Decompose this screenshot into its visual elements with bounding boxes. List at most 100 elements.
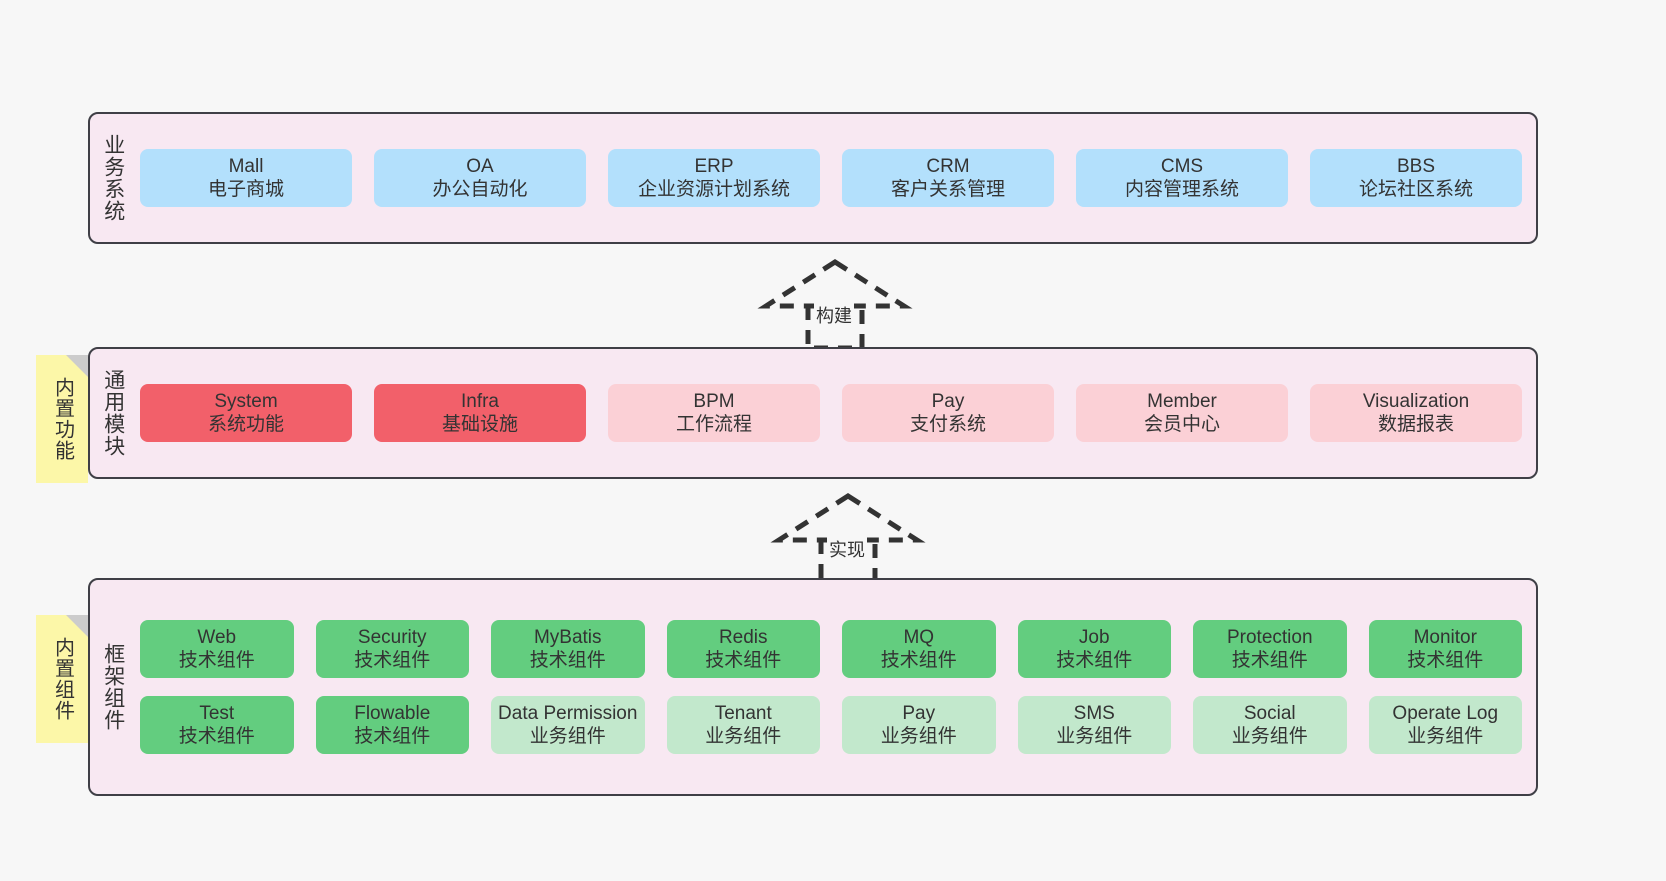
module-card-title: BPM — [693, 390, 735, 412]
module-card-title: Pay — [902, 703, 936, 724]
module-card-system[interactable]: System 系统功能 — [140, 383, 352, 443]
layer-title-business-system: 业务系统 — [101, 134, 125, 222]
module-card-subtitle: 电子商城 — [207, 179, 284, 200]
module-card-social[interactable]: Social 业务组件 — [1193, 696, 1347, 755]
module-card-title: Security — [357, 626, 427, 648]
module-card-oa[interactable]: OA 办公自动化 — [374, 148, 586, 208]
sticky-note-label: 内置组件 — [51, 637, 74, 721]
module-card-mall[interactable]: Mall 电子商城 — [140, 148, 352, 208]
module-card-title: Data Permission — [498, 703, 638, 724]
module-card-subtitle: 业务组件 — [529, 726, 606, 748]
module-card-subtitle: 基础设施 — [441, 414, 518, 435]
module-card-security[interactable]: Security 技术组件 — [315, 619, 469, 678]
layer-row: System 系统功能 Infra 基础设施 BPM 工作流程 Pay 支付系统… — [140, 383, 1522, 443]
layer-framework-component: 框架组件 Web 技术组件 Security 技术组件 MyBatis 技术组件… — [88, 578, 1538, 796]
module-card-member[interactable]: Member 会员中心 — [1076, 383, 1288, 443]
module-card-title: Social — [1243, 703, 1296, 724]
module-card-subtitle: 办公自动化 — [432, 179, 528, 200]
module-card-web[interactable]: Web 技术组件 — [140, 619, 294, 678]
module-card-subtitle: 会员中心 — [1143, 414, 1220, 435]
module-card-title: Member — [1147, 390, 1217, 412]
module-card-infra[interactable]: Infra 基础设施 — [374, 383, 586, 443]
module-card-subtitle: 支付系统 — [909, 414, 986, 435]
module-card-subtitle: 技术组件 — [178, 649, 255, 671]
layer-body-framework-component: Web 技术组件 Security 技术组件 MyBatis 技术组件 Redi… — [136, 580, 1536, 794]
connector-build: 构建 — [757, 258, 913, 351]
module-card-title: Protection — [1226, 626, 1313, 648]
module-card-subtitle: 技术组件 — [178, 726, 255, 748]
module-card-title: Redis — [718, 626, 768, 648]
layer-row: Mall 电子商城 OA 办公自动化 ERP 企业资源计划系统 CRM 客户关系… — [140, 148, 1522, 208]
module-card-title: Operate Log — [1392, 703, 1499, 724]
module-card-subtitle: 技术组件 — [880, 649, 957, 671]
module-card-title: MQ — [903, 626, 935, 648]
module-card-title: Test — [199, 703, 235, 724]
module-card-mybatis[interactable]: MyBatis 技术组件 — [491, 619, 645, 678]
module-card-operate-log[interactable]: Operate Log 业务组件 — [1368, 696, 1522, 755]
module-card-subtitle: 企业资源计划系统 — [637, 179, 790, 200]
module-card-pay-component[interactable]: Pay 业务组件 — [842, 696, 996, 755]
module-card-title: Infra — [460, 390, 500, 412]
module-card-title: Mall — [228, 155, 264, 177]
note-fold-corner-icon — [66, 615, 88, 637]
module-card-test[interactable]: Test 技术组件 — [140, 696, 294, 755]
module-card-bpm[interactable]: BPM 工作流程 — [608, 383, 820, 443]
module-card-subtitle: 技术组件 — [1056, 649, 1133, 671]
module-card-title: System — [214, 390, 278, 412]
layer-common-module: 通用模块 System 系统功能 Infra 基础设施 BPM 工作流程 Pay… — [88, 347, 1538, 479]
module-card-title: MyBatis — [533, 626, 602, 648]
module-card-title: ERP — [694, 155, 734, 177]
layer-title-framework-component: 框架组件 — [101, 643, 125, 731]
module-card-subtitle: 客户关系管理 — [890, 179, 1005, 200]
connector-build-label: 构建 — [814, 302, 854, 328]
layer-business-system: 业务系统 Mall 电子商城 OA 办公自动化 ERP 企业资源计划系统 CRM… — [88, 112, 1538, 244]
connector-implement-label: 实现 — [827, 536, 867, 562]
module-card-title: BBS — [1396, 155, 1436, 177]
sticky-note-builtin-function: 内置功能 — [36, 355, 88, 483]
module-card-title: Flowable — [354, 703, 431, 724]
module-card-subtitle: 业务组件 — [1056, 726, 1133, 748]
module-card-data-permission[interactable]: Data Permission 业务组件 — [491, 696, 645, 755]
module-card-subtitle: 业务组件 — [1231, 726, 1308, 748]
layer-row: Web 技术组件 Security 技术组件 MyBatis 技术组件 Redi… — [140, 619, 1522, 678]
module-card-title: Tenant — [714, 703, 772, 724]
module-card-subtitle: 技术组件 — [354, 726, 431, 748]
module-card-title: OA — [466, 155, 494, 177]
module-card-pay[interactable]: Pay 支付系统 — [842, 383, 1054, 443]
module-card-subtitle: 业务组件 — [1407, 726, 1484, 748]
layer-row: Test 技术组件 Flowable 技术组件 Data Permission … — [140, 696, 1522, 755]
sticky-note-builtin-component: 内置组件 — [36, 615, 88, 743]
module-card-title: Web — [197, 626, 237, 648]
module-card-crm[interactable]: CRM 客户关系管理 — [842, 148, 1054, 208]
module-card-title: CRM — [926, 155, 970, 177]
module-card-erp[interactable]: ERP 企业资源计划系统 — [608, 148, 820, 208]
module-card-title: Visualization — [1362, 390, 1470, 412]
layer-body-business-system: Mall 电子商城 OA 办公自动化 ERP 企业资源计划系统 CRM 客户关系… — [136, 114, 1536, 242]
module-card-redis[interactable]: Redis 技术组件 — [666, 619, 820, 678]
layer-title-common-module: 通用模块 — [101, 369, 125, 457]
module-card-subtitle: 技术组件 — [1231, 649, 1308, 671]
module-card-tenant[interactable]: Tenant 业务组件 — [666, 696, 820, 755]
module-card-job[interactable]: Job 技术组件 — [1017, 619, 1171, 678]
sticky-note-label: 内置功能 — [51, 377, 74, 461]
module-card-protection[interactable]: Protection 技术组件 — [1193, 619, 1347, 678]
module-card-subtitle: 工作流程 — [675, 414, 752, 435]
module-card-subtitle: 数据报表 — [1377, 414, 1454, 435]
module-card-title: SMS — [1073, 703, 1115, 724]
module-card-subtitle: 业务组件 — [880, 726, 957, 748]
module-card-subtitle: 论坛社区系统 — [1358, 179, 1473, 200]
module-card-flowable[interactable]: Flowable 技术组件 — [315, 696, 469, 755]
module-card-monitor[interactable]: Monitor 技术组件 — [1368, 619, 1522, 678]
module-card-subtitle: 技术组件 — [354, 649, 431, 671]
module-card-title: CMS — [1160, 155, 1204, 177]
layer-body-common-module: System 系统功能 Infra 基础设施 BPM 工作流程 Pay 支付系统… — [136, 349, 1536, 477]
module-card-bbs[interactable]: BBS 论坛社区系统 — [1310, 148, 1522, 208]
module-card-sms[interactable]: SMS 业务组件 — [1017, 696, 1171, 755]
module-card-cms[interactable]: CMS 内容管理系统 — [1076, 148, 1288, 208]
note-fold-corner-icon — [66, 355, 88, 377]
module-card-subtitle: 技术组件 — [1407, 649, 1484, 671]
module-card-subtitle: 系统功能 — [207, 414, 284, 435]
module-card-mq[interactable]: MQ 技术组件 — [842, 619, 996, 678]
module-card-visualization[interactable]: Visualization 数据报表 — [1310, 383, 1522, 443]
module-card-subtitle: 内容管理系统 — [1124, 179, 1239, 200]
